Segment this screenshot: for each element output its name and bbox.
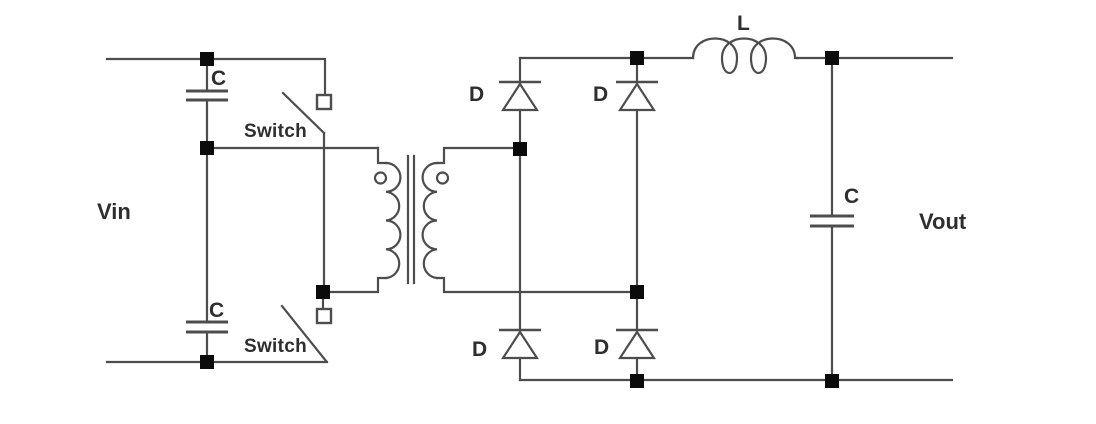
secondary-bottom-wire: [435, 276, 639, 294]
diode-top-right: [616, 56, 658, 294]
primary-top-jog: [376, 146, 388, 165]
secondary-top-jog: [435, 146, 522, 165]
junction-node: [200, 52, 214, 66]
vin-label: Vin: [97, 199, 131, 224]
diode-triangle: [500, 81, 540, 112]
switch-bottom-label: Switch: [244, 336, 307, 357]
input-cap-bottom-label: C: [209, 299, 224, 322]
top-left-rail: [105, 57, 327, 97]
output-capacitor-branch: [810, 56, 854, 383]
junction-node: [825, 51, 839, 65]
primary-bottom-jog: [328, 276, 388, 294]
capacitor-output: [810, 214, 854, 228]
vout-label: Vout: [919, 209, 967, 234]
primary-winding: [384, 161, 402, 280]
junction-node: [200, 141, 214, 155]
inductor: [691, 37, 799, 75]
junction-node: [630, 374, 644, 388]
switch-top: [281, 91, 333, 135]
switch-blade: [281, 91, 326, 135]
junction-nodes: [200, 51, 839, 388]
junction-node: [825, 374, 839, 388]
switch-terminal: [315, 307, 333, 325]
secondary-polarity-dot: [435, 171, 450, 185]
diode-triangle: [500, 329, 540, 360]
junction-node: [316, 285, 330, 299]
junction-node: [513, 142, 527, 156]
inductor-label: L: [737, 12, 750, 35]
junction-node: [630, 51, 644, 65]
diode-top-left: [499, 56, 541, 151]
diode-triangle: [617, 81, 657, 112]
input-cap-top-label: C: [211, 67, 226, 90]
junction-node: [630, 285, 644, 299]
switch-bottom: [280, 297, 333, 363]
diode-bottom-right-label: D: [594, 336, 609, 359]
capacitor-input-bottom: [186, 320, 228, 334]
primary-polarity-dot: [373, 171, 388, 185]
switch-terminal: [315, 93, 333, 111]
diode-bottom-left-label: D: [472, 338, 487, 361]
output-rails: [518, 56, 954, 382]
labels: Vin Vout C C C Switch Switch D D D D L: [97, 12, 967, 361]
output-cap-label: C: [844, 185, 859, 208]
input-rails: [105, 57, 329, 364]
diode-bottom-left: [499, 147, 541, 382]
diode-bottom-right: [616, 290, 658, 383]
inductor-coil: [691, 37, 799, 75]
diode-triangle: [617, 329, 657, 360]
switch-top-label: Switch: [244, 121, 307, 142]
switch-blade: [280, 304, 328, 363]
diode-top-right-label: D: [593, 83, 608, 106]
secondary-winding: [421, 161, 439, 280]
junction-node: [200, 355, 214, 369]
diode-top-left-label: D: [469, 83, 484, 106]
transformer: [328, 146, 639, 294]
capacitor-input-top: [186, 89, 228, 102]
